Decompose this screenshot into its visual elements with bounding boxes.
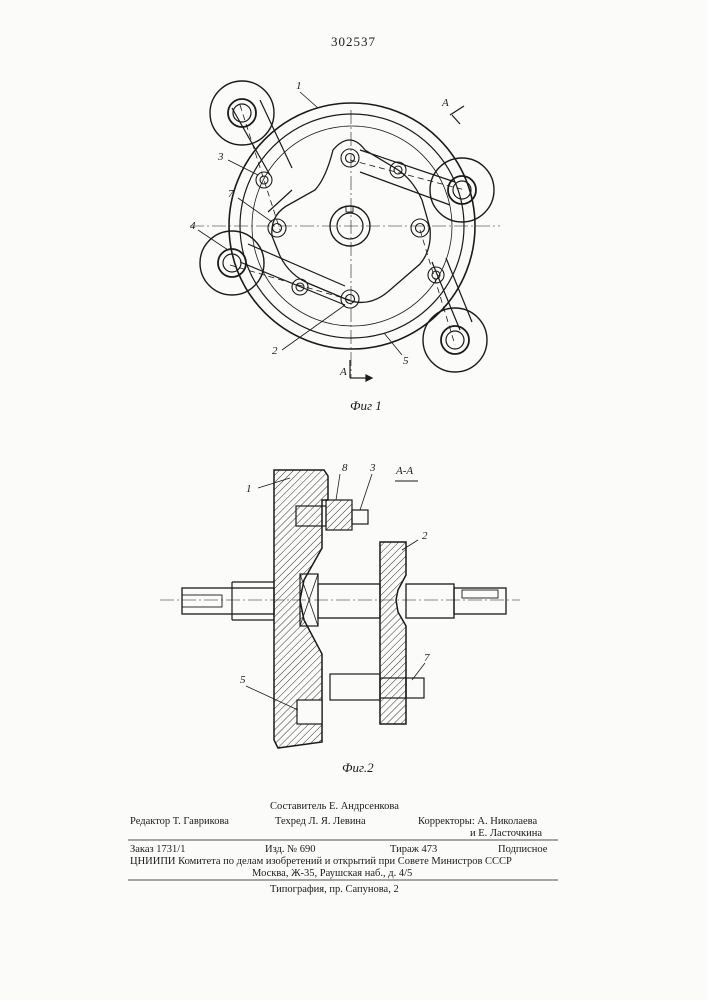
imprint-rules xyxy=(0,0,707,1000)
